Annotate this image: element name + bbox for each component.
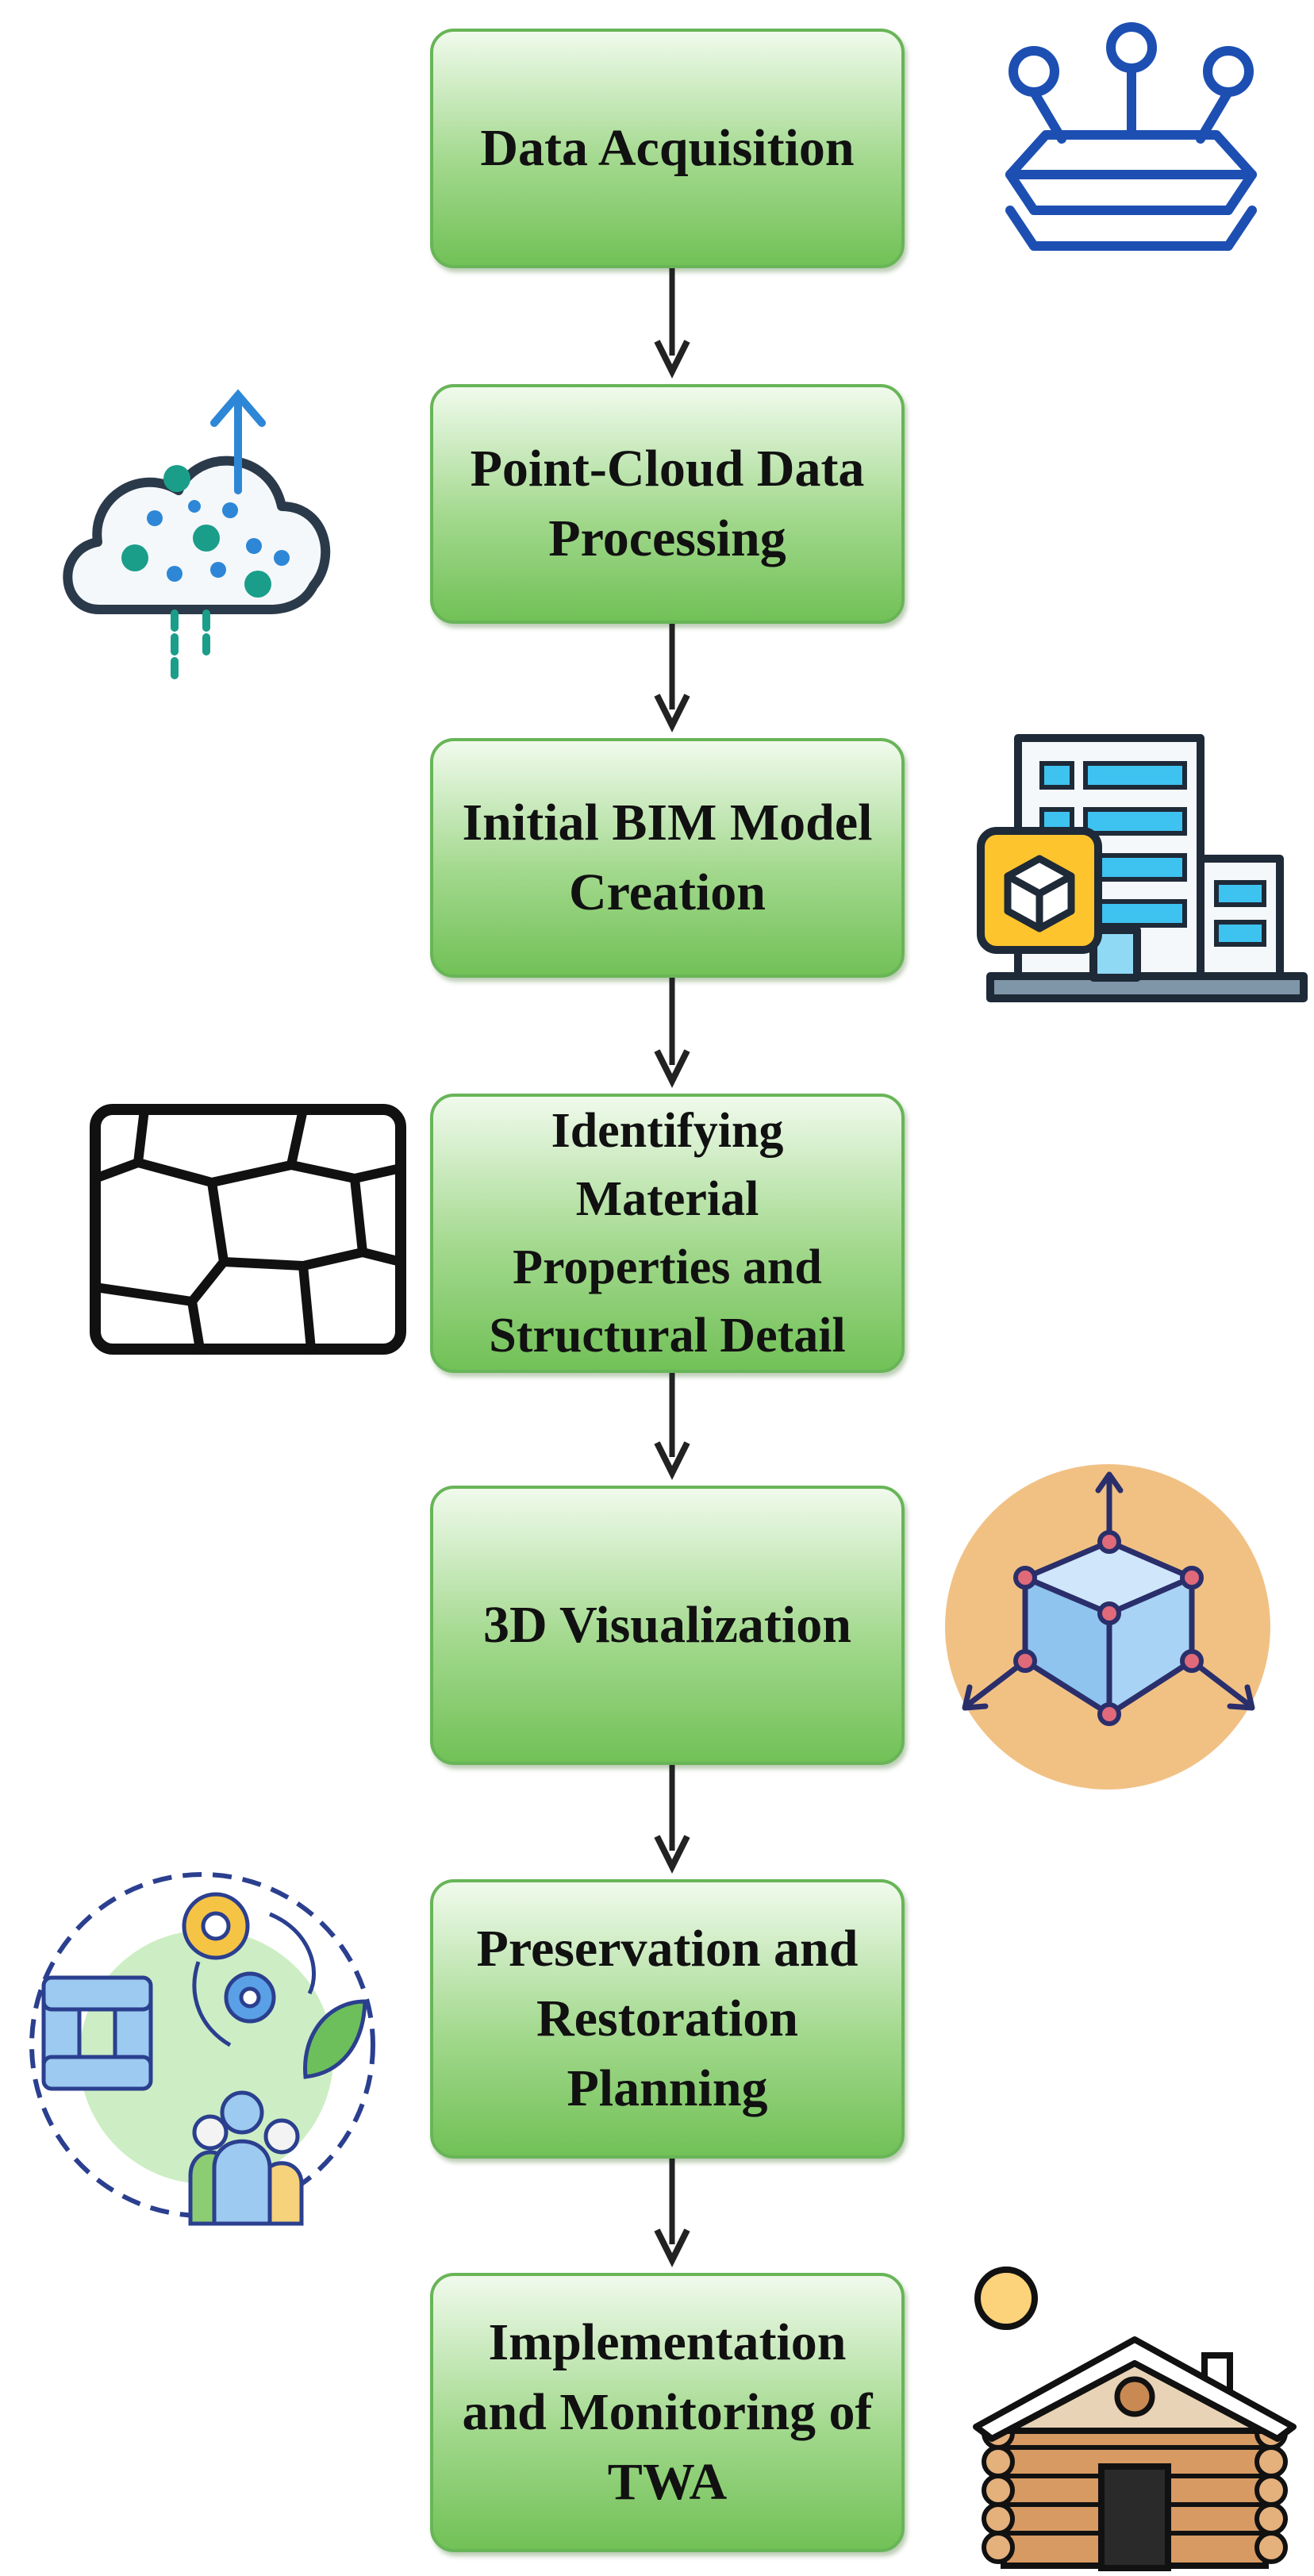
- step-label: Data Acquisition: [480, 119, 855, 177]
- step-label: Initial BIM Model Creation: [462, 794, 873, 921]
- bim-building-icon: [977, 734, 1308, 1002]
- arrow-down-icon: [654, 624, 690, 732]
- step-initial-bim-model: Initial BIM Model Creation: [430, 738, 905, 978]
- cloud-points-icon: [63, 389, 331, 681]
- step-label: 3D Visualization: [483, 1596, 851, 1654]
- collaboration-planning-icon: [29, 1872, 375, 2226]
- step-label: Preservation and Restoration Planning: [476, 1920, 859, 2117]
- step-data-acquisition: Data Acquisition: [430, 29, 905, 268]
- step-label: Implementation and Monitoring of TWA: [462, 2313, 873, 2511]
- step-label: Point-Cloud Data Processing: [470, 440, 865, 567]
- arrow-down-icon: [654, 1373, 690, 1480]
- step-point-cloud-processing: Point-Cloud Data Processing: [430, 384, 905, 624]
- step-material-properties: Identifying Material Properties and Stru…: [430, 1094, 905, 1373]
- arrow-down-icon: [654, 268, 690, 379]
- arrow-down-icon: [654, 1765, 690, 1874]
- arrow-down-icon: [654, 2159, 690, 2267]
- arrow-down-icon: [654, 978, 690, 1088]
- cube-3d-icon: [945, 1464, 1270, 1790]
- step-implementation-monitoring: Implementation and Monitoring of TWA: [430, 2273, 905, 2552]
- step-3d-visualization: 3D Visualization: [430, 1486, 905, 1765]
- material-cracks-icon: [90, 1104, 406, 1355]
- log-cabin-icon: [973, 2266, 1297, 2571]
- layers-network-icon: [1005, 22, 1257, 251]
- step-label: Identifying Material Properties and Stru…: [489, 1104, 846, 1363]
- step-preservation-planning: Preservation and Restoration Planning: [430, 1879, 905, 2159]
